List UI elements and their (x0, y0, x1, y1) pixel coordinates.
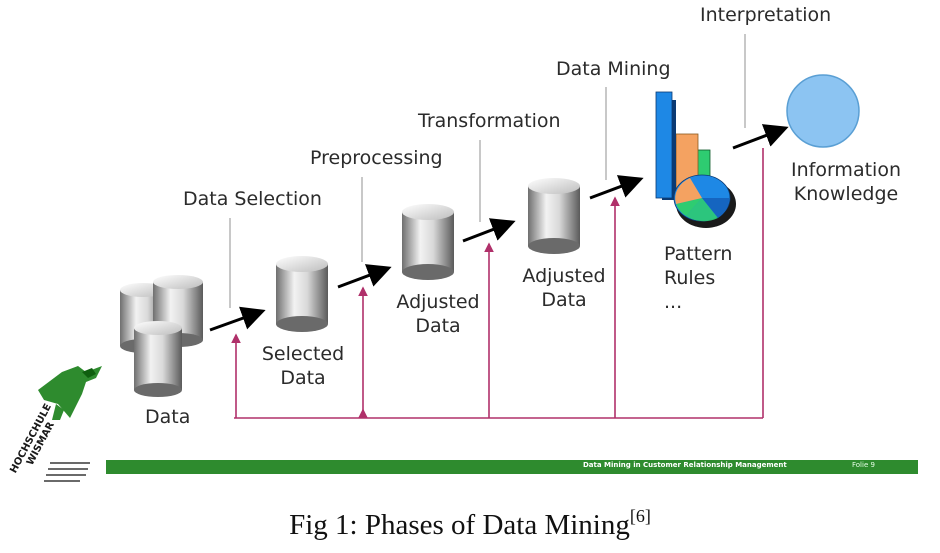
item-label-data: Data (145, 406, 191, 428)
logo-subtext (44, 462, 90, 482)
figure-caption: Fig 1: Phases of Data Mining[6] (0, 506, 940, 542)
item-label-pattern-rules: Pattern Rules ... (664, 242, 732, 314)
phase-label-interpretation: Interpretation (700, 4, 832, 26)
knowledge-circle (786, 74, 860, 148)
item-label-information-knowledge: Information Knowledge (784, 158, 908, 206)
footer-bar (106, 460, 918, 474)
item-label-line: Pattern (664, 243, 733, 265)
selected-data-cylinder (276, 256, 328, 332)
pattern-chart-icon (655, 91, 736, 228)
item-label-line: Rules (664, 267, 716, 289)
item-label-line: Information (791, 159, 901, 181)
phase-label-transformation: Transformation (418, 110, 561, 132)
item-label-line: ... (664, 291, 683, 313)
item-label-line: Data (280, 367, 326, 389)
item-label-line: Adjusted (396, 291, 480, 313)
adjusted-data-cylinder-2 (528, 178, 580, 254)
item-label-selected-data: Selected Data (255, 342, 351, 390)
caption-text: Fig 1: Phases of Data Mining (289, 509, 630, 541)
phase-label-preprocessing: Preprocessing (310, 147, 443, 169)
leader-lines (229, 34, 746, 308)
griffin-logo-icon (38, 366, 102, 420)
footer-title: Data Mining in Customer Relationship Man… (583, 461, 787, 469)
footer-page-number: Folie 9 (852, 461, 875, 469)
item-label-adjusted-data-1: Adjusted Data (390, 290, 486, 338)
phase-label-data-mining: Data Mining (556, 58, 671, 80)
item-label-line: Knowledge (793, 183, 899, 205)
item-label-line: Data (415, 315, 461, 337)
cylinder (134, 321, 182, 397)
process-arrows (209, 124, 789, 332)
data-cylinders (120, 275, 203, 397)
feedback-loop (231, 148, 764, 419)
item-label-line: Selected (261, 343, 345, 365)
adjusted-data-cylinder-1 (402, 204, 454, 280)
phase-label-data-selection: Data Selection (183, 188, 322, 210)
item-label-line: Adjusted (522, 265, 606, 287)
caption-reference: [6] (629, 506, 651, 526)
item-label-adjusted-data-2: Adjusted Data (516, 264, 612, 312)
item-label-line: Data (541, 289, 587, 311)
